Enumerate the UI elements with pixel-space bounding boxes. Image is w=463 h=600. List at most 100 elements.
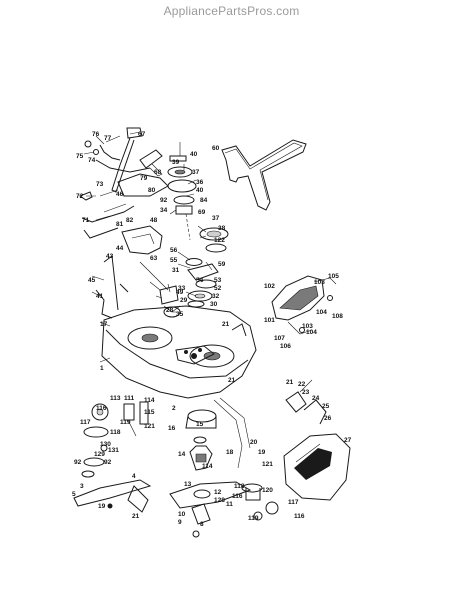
mulch-cover-27[interactable]: [283, 433, 351, 501]
left-spindle-pulleys[interactable]: [83, 401, 149, 438]
callout-40b: 40: [196, 187, 204, 194]
callout-39: 39: [172, 159, 180, 166]
callout-46: 46: [116, 191, 124, 198]
callout-15: 15: [196, 421, 204, 428]
callout-116b: 116: [232, 493, 243, 500]
mower-deck-housing[interactable]: [101, 305, 257, 399]
lift-link-assembly[interactable]: [95, 255, 169, 319]
callout-72: 72: [76, 193, 84, 200]
callout-67: 67: [138, 131, 146, 138]
callout-37b: 37: [212, 215, 220, 222]
callout-76: 76: [92, 131, 100, 138]
callout-63: 63: [150, 255, 158, 262]
callout-52: 52: [214, 285, 222, 292]
callout-27: 27: [344, 437, 352, 444]
callout-19a: 19: [258, 449, 266, 456]
callout-80: 80: [148, 187, 156, 194]
callout-73: 73: [96, 181, 104, 188]
callout-4: 4: [132, 473, 136, 480]
callout-121b: 121: [262, 461, 273, 468]
callout-31: 31: [172, 267, 180, 274]
callout-106: 106: [280, 343, 291, 350]
callout-121a: 121: [144, 423, 155, 430]
callout-103b: 103: [302, 323, 313, 330]
callout-59: 59: [218, 261, 226, 268]
callout-82: 82: [126, 217, 134, 224]
center-blade-assembly[interactable]: [169, 481, 252, 538]
callout-118b: 118: [234, 483, 245, 490]
callout-21b: 21: [228, 377, 236, 384]
callout-43: 43: [106, 253, 114, 260]
callout-53: 53: [214, 277, 222, 284]
callout-75: 75: [76, 153, 84, 160]
callout-55: 55: [170, 257, 178, 264]
callout-120: 120: [262, 487, 273, 494]
callout-56: 56: [170, 247, 178, 254]
lift-handle-assembly[interactable]: [78, 127, 169, 239]
callout-117b: 117: [288, 499, 299, 506]
callout-111: 111: [124, 395, 135, 402]
callout-32: 32: [212, 293, 220, 300]
callout-84: 84: [200, 197, 208, 204]
callout-45: 45: [88, 277, 96, 284]
callout-92: 92: [160, 197, 168, 204]
callout-30: 30: [210, 301, 218, 308]
drive-belt-60[interactable]: [221, 139, 307, 211]
callout-28: 28: [166, 307, 174, 314]
callout-37a: 37: [192, 169, 200, 176]
callout-21d: 21: [132, 513, 140, 520]
callout-44: 44: [116, 245, 124, 252]
callout-113: 113: [110, 395, 121, 402]
center-spindle-assembly[interactable]: [185, 397, 251, 471]
callout-131: 131: [108, 447, 119, 454]
callout-81: 81: [116, 221, 124, 228]
callout-14: 14: [178, 451, 186, 458]
callout-101: 101: [264, 317, 275, 324]
center-pulley-stack[interactable]: [167, 155, 229, 253]
callout-20: 20: [250, 439, 258, 446]
leader-lines: [83, 131, 213, 363]
callout-54: 54: [196, 277, 204, 284]
callout-33: 33: [178, 285, 186, 292]
callout-71: 71: [82, 217, 90, 224]
callout-19b: 19: [98, 503, 106, 510]
callout-114: 114: [144, 397, 155, 404]
callout-36: 36: [196, 179, 204, 186]
idler-bracket-48[interactable]: [121, 225, 163, 255]
callout-48: 48: [150, 217, 158, 224]
site-header-watermark: AppliancePartsPros.com: [163, 4, 300, 18]
deflector-link-assembly[interactable]: [285, 379, 327, 425]
callout-49: 49: [176, 289, 184, 296]
left-blade-assembly[interactable]: [73, 444, 152, 513]
callout-116c: 116: [294, 513, 305, 520]
callout-122: 122: [214, 237, 225, 244]
callout-13: 13: [184, 481, 192, 488]
callout-21a: 21: [222, 321, 230, 328]
callout-21c: 21: [286, 379, 294, 386]
callout-68: 68: [154, 169, 162, 176]
callout-107: 107: [274, 335, 285, 342]
right-spindle-assembly[interactable]: [241, 483, 279, 521]
callout-40a: 40: [190, 151, 198, 158]
callout-1: 1: [100, 365, 104, 372]
callout-38: 38: [218, 225, 226, 232]
callout-130: 130: [100, 441, 111, 448]
callout-92c: 92: [104, 459, 112, 466]
callout-92b: 92: [74, 459, 82, 466]
callout-114b: 114: [202, 463, 213, 470]
callout-116a: 116: [96, 405, 107, 412]
callout-26: 26: [324, 415, 332, 422]
callout-77: 77: [104, 135, 112, 142]
callout-8: 8: [200, 521, 204, 528]
callout-119b: 119: [248, 515, 259, 522]
callout-79: 79: [140, 175, 148, 182]
discharge-chute[interactable]: [271, 275, 337, 335]
callout-3: 3: [80, 483, 84, 490]
callout-34: 34: [160, 207, 168, 214]
callout-105: 105: [328, 273, 339, 280]
callout-104a: 104: [316, 309, 327, 316]
callout-17: 17: [100, 321, 108, 328]
callout-104b: 104: [306, 329, 317, 336]
callout-60: 60: [212, 145, 220, 152]
